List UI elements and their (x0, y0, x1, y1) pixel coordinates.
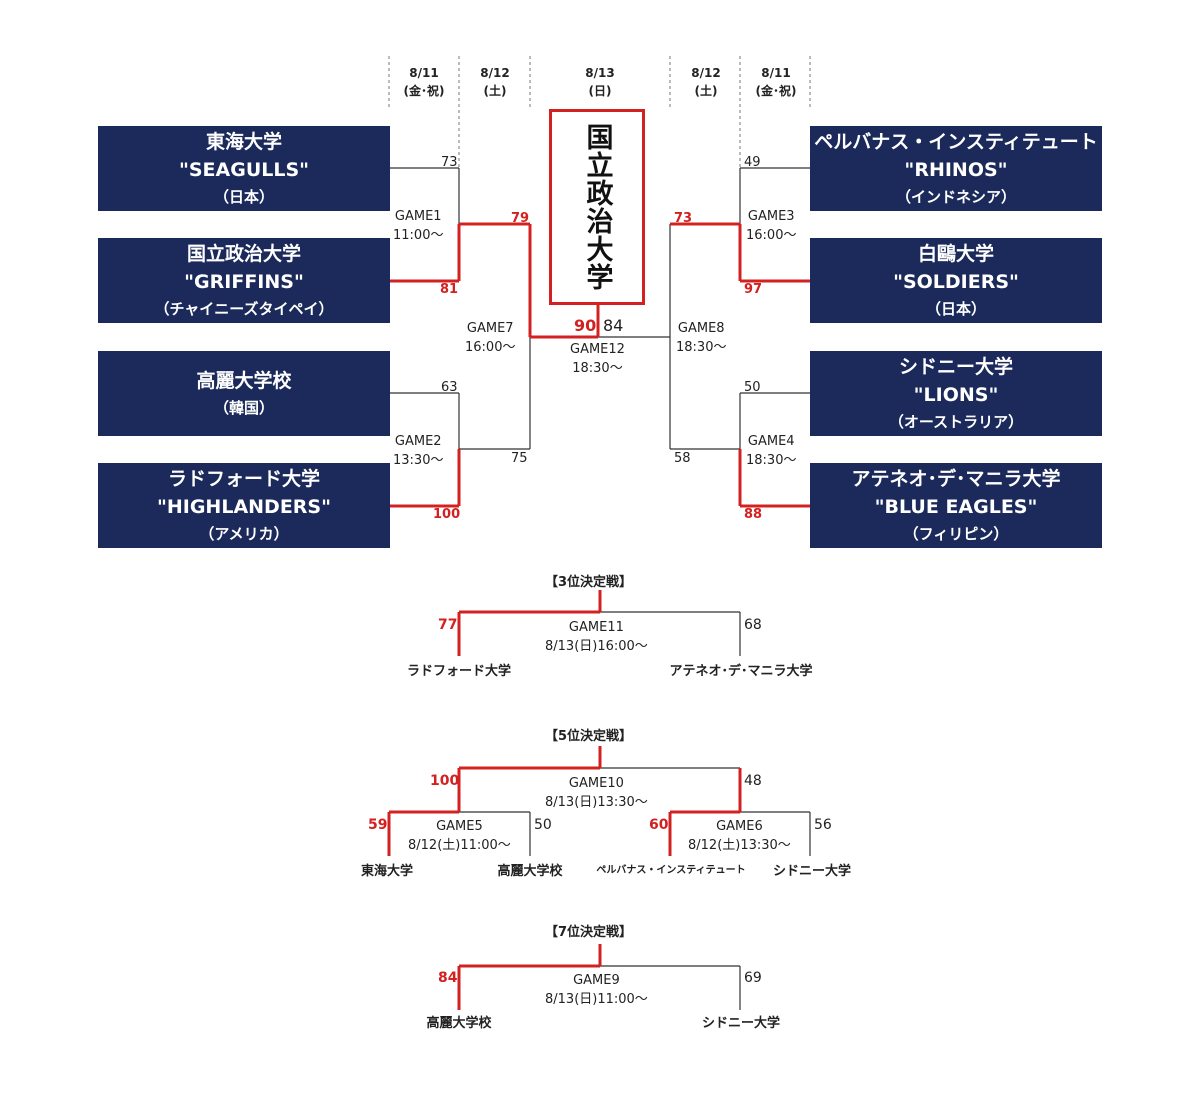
third-right-score: 68 (744, 617, 762, 633)
g4-top-score: 50 (744, 380, 761, 395)
date-final: 8/13(日) (585, 66, 615, 98)
g5-right-team: 高麗大学校 (497, 864, 563, 879)
fifth-right-score: 48 (744, 773, 762, 789)
team-box-perbanas: ペルバナス・インスティテュート"RHINOS"（インドネシア） (810, 126, 1102, 211)
team-box-sydney: シドニー大学"LIONS"（オーストラリア） (810, 351, 1102, 436)
seventh-right-team: シドニー大学 (701, 1016, 781, 1031)
g6-right-score: 56 (814, 817, 832, 833)
seventh-left-team: 高麗大学校 (426, 1016, 492, 1031)
seventh-right-score: 69 (744, 970, 762, 986)
fifth-left-score: 100 (430, 773, 460, 789)
g8-bottom-score: 58 (674, 451, 691, 466)
third-left-score: 77 (438, 617, 458, 633)
champion-box: 国立政治大学 (549, 109, 645, 305)
g7-top-score: 79 (511, 211, 530, 226)
g2-bottom-score: 100 (433, 507, 461, 522)
date-right-r1: 8/11(金･祝) (755, 66, 797, 98)
team-box-hakuoh: 白鷗大学"SOLDIERS"（日本） (810, 238, 1102, 323)
g12-right-score: 84 (603, 316, 624, 335)
g1-bottom-score: 81 (440, 282, 459, 297)
team-box-radford: ラドフォード大学"HIGHLANDERS"（アメリカ） (98, 463, 390, 548)
g5-left-score: 59 (368, 817, 388, 833)
team-box-nccu: 国立政治大学"GRIFFINS"（チャイニーズタイペイ） (98, 238, 390, 323)
g2-top-score: 63 (441, 380, 458, 395)
g6-right-team: シドニー大学 (772, 864, 852, 879)
date-left-r1: 8/11(金･祝) (403, 66, 445, 98)
loser-lines (390, 167, 811, 1010)
g5-left-team: 東海大学 (360, 864, 414, 879)
g8-top-score: 73 (674, 211, 693, 226)
team-box-korea: 高麗大学校（韓国） (98, 351, 390, 436)
seventh-left-score: 84 (438, 970, 458, 986)
date-right-r2: 8/12(土) (691, 66, 721, 98)
g12-left-score: 90 (574, 316, 597, 335)
g6-left-team: ペルバナス・インスティテュート (596, 865, 746, 876)
date-separators (388, 56, 811, 168)
g3-top-score: 49 (744, 155, 761, 170)
date-left-r2: 8/12(土) (480, 66, 510, 98)
g1-top-score: 73 (441, 155, 458, 170)
g4-bottom-score: 88 (744, 507, 763, 522)
fifth-place-title: 【5位決定戦】 (545, 729, 633, 744)
team-box-ateneo: アテネオ･デ･マニラ大学"BLUE EAGLES"（フィリピン） (810, 463, 1102, 548)
g5-right-score: 50 (534, 817, 552, 833)
winner-lines (387, 222, 810, 1010)
g7-bottom-score: 75 (511, 451, 528, 466)
seventh-place-title: 【7位決定戦】 (545, 925, 633, 940)
team-box-tokai: 東海大学"SEAGULLS"（日本） (98, 126, 390, 211)
third-right-team: アテネオ･デ･マニラ大学 (669, 664, 813, 679)
third-left-team: ラドフォード大学 (406, 664, 512, 679)
g6-left-score: 60 (649, 817, 669, 833)
g3-bottom-score: 97 (744, 282, 763, 297)
third-place-title: 【3位決定戦】 (545, 575, 633, 590)
